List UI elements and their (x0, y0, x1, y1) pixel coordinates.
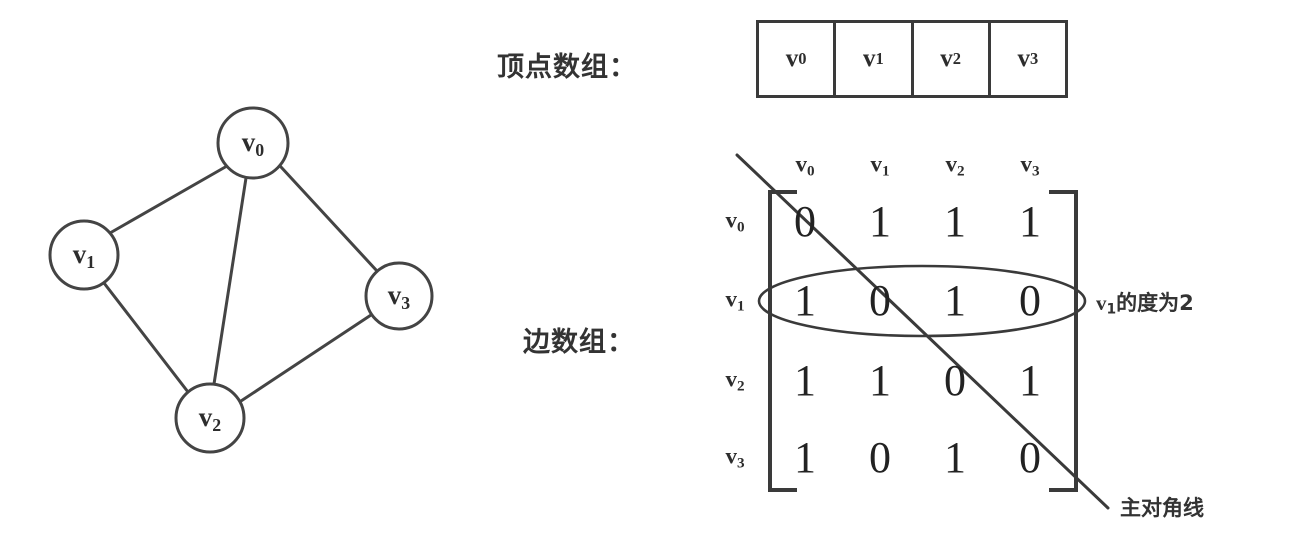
matrix-cell-r2c1: 1 (869, 356, 891, 405)
graph-node-label-v0: v0 (241, 127, 265, 160)
matrix-column-header-v2: v2 (945, 151, 965, 180)
main-diagonal-annotation: 主对角线 (1120, 496, 1204, 520)
matrix-cell-r2c0: 1 (794, 356, 816, 405)
matrix-column-header-v1: v1 (870, 151, 890, 180)
matrix-cell-r1c2: 1 (944, 276, 966, 325)
matrix-cell-r1c1: 0 (869, 276, 891, 325)
edge-v0-v1 (108, 164, 229, 235)
matrix-cell-r0c1: 1 (869, 197, 891, 246)
matrix-cell-r1c3: 0 (1019, 276, 1041, 325)
matrix-row-header-v2: v2 (725, 366, 745, 395)
edge-v0-v2 (212, 176, 248, 386)
matrix-cell-r1c0: 1 (794, 276, 816, 325)
matrix-cell-r0c2: 1 (944, 197, 966, 246)
graph-node-label-v1: v1 (72, 239, 96, 272)
matrix-cell-r2c2: 0 (944, 356, 966, 405)
vertex-array-caption: 顶点数组： (497, 52, 637, 83)
matrix-cell-r0c3: 1 (1019, 197, 1041, 246)
matrix-column-header-v3: v3 (1020, 151, 1040, 180)
matrix-cell-r3c1: 0 (869, 433, 891, 482)
degree-annotation: v1的度为2 (1096, 291, 1194, 318)
edge-array-caption: 边数组： (523, 327, 635, 358)
matrix-row-header-v1: v1 (725, 286, 745, 315)
edge-v0-v3 (279, 165, 379, 273)
edge-v2-v3 (239, 313, 373, 403)
matrix-cell-r0c0: 0 (794, 197, 816, 246)
matrix-cell-r3c2: 1 (944, 433, 966, 482)
graph-node-label-v3: v3 (387, 280, 411, 313)
matrix-left-bracket (768, 190, 797, 492)
main-diagonal-line (735, 153, 1110, 510)
matrix-row-header-v3: v3 (725, 443, 745, 472)
matrix-column-header-v0: v0 (795, 151, 815, 180)
graph-edges (102, 164, 379, 403)
matrix-cell-r3c3: 0 (1019, 433, 1041, 482)
graph-node-label-v2: v2 (198, 402, 222, 435)
matrix-right-bracket (1049, 190, 1078, 492)
matrix-cell-r3c0: 1 (794, 433, 816, 482)
matrix-cell-r2c3: 1 (1019, 356, 1041, 405)
matrix-row-header-v0: v0 (725, 207, 745, 236)
edge-v1-v2 (102, 281, 190, 394)
